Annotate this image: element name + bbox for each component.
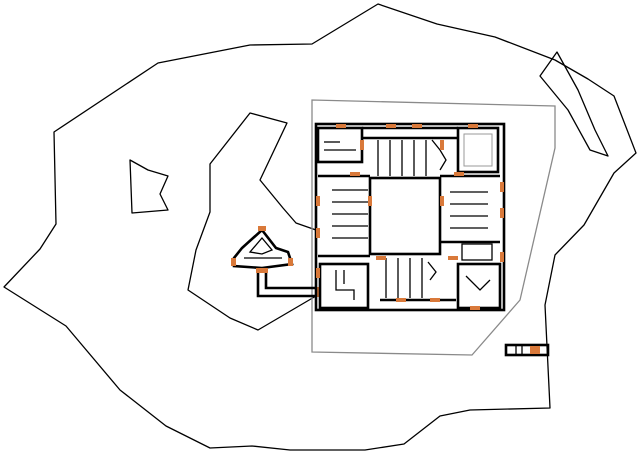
courtyard — [368, 176, 442, 256]
central-fortress[interactable] — [314, 122, 506, 312]
door-marker — [316, 287, 321, 297]
door-marker — [258, 226, 266, 231]
west-wing — [318, 174, 370, 258]
door-marker — [288, 258, 293, 266]
west-shard — [129, 159, 169, 214]
north-hall — [362, 126, 458, 176]
door-marker — [256, 268, 268, 273]
southwest-room — [318, 262, 370, 310]
southeast-pod[interactable] — [504, 343, 550, 357]
door-marker — [231, 258, 236, 266]
inner-cliff — [187, 112, 317, 331]
east-wing — [440, 174, 500, 261]
outer-boundary — [3, 3, 637, 451]
entry-corridor[interactable] — [256, 268, 321, 298]
south-hall — [380, 258, 456, 302]
fortress-grounds — [311, 99, 556, 356]
door-marker — [530, 346, 540, 354]
northeast-shard — [539, 51, 609, 157]
door-markers — [316, 124, 504, 310]
